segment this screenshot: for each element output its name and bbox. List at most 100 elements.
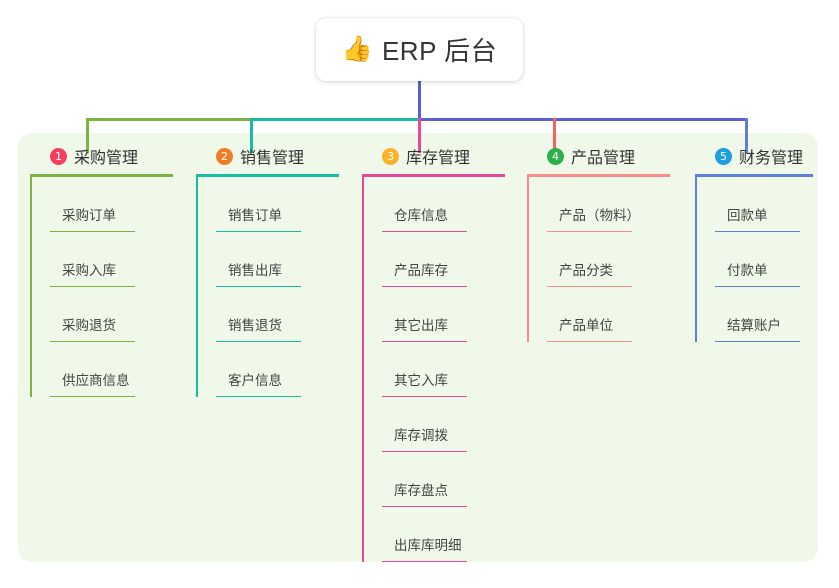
leaf-item[interactable]: 仓库信息 [382, 177, 527, 232]
leaf-item-rule [715, 340, 800, 342]
leaf-item[interactable]: 其它入库 [382, 342, 527, 397]
column-badge-5: 5 [715, 147, 732, 165]
column-badge-3: 3 [382, 147, 399, 165]
leaf-item[interactable]: 结算账户 [715, 287, 835, 342]
column-badge-4: 4 [547, 147, 564, 165]
leaf-item-label: 库存盘点 [394, 483, 448, 498]
leaf-item-rule [50, 285, 135, 287]
leaf-item-rule [216, 340, 301, 342]
leaf-item-rule [382, 230, 467, 232]
leaf-item-label: 销售出库 [228, 263, 282, 278]
column-header-sales[interactable]: 2 销售管理 [196, 143, 361, 169]
leaf-item-rule [216, 230, 301, 232]
leaf-item[interactable]: 产品库存 [382, 232, 527, 287]
column-items-purchase: 采购订单采购入库采购退货供应商信息 [30, 177, 195, 397]
leaf-item-rule [547, 230, 632, 232]
leaf-item-rule [382, 340, 467, 342]
column-spine-product [527, 177, 529, 342]
leaf-item[interactable]: 销售出库 [216, 232, 361, 287]
column-spine-purchase [30, 177, 32, 397]
leaf-item-label: 产品分类 [559, 263, 613, 278]
column-title-purchase: 采购管理 [74, 150, 139, 167]
column-rule-inventory [362, 174, 505, 177]
leaf-item-rule [382, 505, 467, 507]
leaf-item[interactable]: 产品分类 [547, 232, 692, 287]
column-items-product: 产品（物料） 产品分类产品单位 [527, 177, 692, 342]
leaf-item-label: 销售订单 [228, 208, 282, 223]
leaf-item-label: 客户信息 [228, 373, 282, 388]
column-rule-product [527, 174, 670, 177]
leaf-item[interactable]: 供应商信息 [50, 342, 195, 397]
leaf-item-label: 结算账户 [727, 318, 781, 333]
leaf-item-rule [715, 230, 800, 232]
column-items-finance: 回款单付款单结算账户 [695, 177, 835, 342]
leaf-item-rule [547, 285, 632, 287]
leaf-item-rule [382, 560, 467, 562]
leaf-item[interactable]: 其它出库 [382, 287, 527, 342]
leaf-item-label: 采购退货 [62, 318, 116, 333]
thumbs-up-icon: 👍 [341, 35, 373, 63]
column-badge-2: 2 [216, 147, 233, 165]
leaf-item-label: 销售退货 [228, 318, 282, 333]
leaf-item[interactable]: 库存调拨 [382, 397, 527, 452]
column-title-inventory: 库存管理 [406, 150, 471, 167]
leaf-item-rule [50, 395, 135, 397]
column-title-finance: 财务管理 [739, 150, 804, 167]
diagram-panel [18, 133, 818, 562]
leaf-item[interactable]: 付款单 [715, 232, 835, 287]
leaf-item[interactable]: 销售订单 [216, 177, 361, 232]
leaf-item-label: 其它入库 [394, 373, 448, 388]
connector-bus-segment-2 [250, 118, 418, 121]
leaf-item[interactable]: 采购订单 [50, 177, 195, 232]
leaf-item-label: 产品单位 [559, 318, 613, 333]
connector-trunk [418, 81, 421, 120]
leaf-item-rule [50, 340, 135, 342]
root-node[interactable]: 👍 ERP 后台 [316, 18, 523, 81]
leaf-item-rule [715, 285, 800, 287]
column-finance: 5 财务管理回款单付款单结算账户 [695, 143, 835, 342]
leaf-item[interactable]: 回款单 [715, 177, 835, 232]
leaf-item[interactable]: 产品（物料） [547, 177, 692, 232]
leaf-item[interactable]: 库存盘点 [382, 452, 527, 507]
leaf-item-rule [382, 450, 467, 452]
connector-drop-column-2 [250, 118, 253, 153]
column-items-inventory: 仓库信息产品库存其它出库其它入库库存调拨库存盘点出库库明细 [362, 177, 527, 562]
leaf-item-rule [382, 395, 467, 397]
connector-drop-column-1 [86, 118, 89, 153]
leaf-item-rule [50, 230, 135, 232]
column-spine-inventory [362, 177, 364, 562]
column-rule-purchase [30, 174, 173, 177]
connector-drop-column-4 [553, 118, 556, 153]
leaf-item-label: 仓库信息 [394, 208, 448, 223]
column-header-finance[interactable]: 5 财务管理 [695, 143, 835, 169]
root-title: ERP 后台 [381, 36, 498, 66]
leaf-item[interactable]: 出库库明细 [382, 507, 527, 562]
column-spine-finance [695, 177, 697, 342]
leaf-item[interactable]: 客户信息 [216, 342, 361, 397]
leaf-item-rule [547, 340, 632, 342]
leaf-item[interactable]: 采购退货 [50, 287, 195, 342]
leaf-item-label: 其它出库 [394, 318, 448, 333]
leaf-item-label: 付款单 [727, 263, 768, 278]
column-spine-sales [196, 177, 198, 397]
leaf-item-label: 产品（物料） [559, 208, 640, 223]
column-rule-finance [695, 174, 813, 177]
column-header-inventory[interactable]: 3 库存管理 [362, 143, 527, 169]
leaf-item-label: 库存调拨 [394, 428, 448, 443]
leaf-item-label: 供应商信息 [62, 373, 130, 388]
column-rule-sales [196, 174, 339, 177]
column-inventory: 3 库存管理仓库信息产品库存其它出库其它入库库存调拨库存盘点出库库明细 [362, 143, 527, 562]
column-sales: 2 销售管理销售订单销售出库销售退货客户信息 [196, 143, 361, 397]
leaf-item[interactable]: 采购入库 [50, 232, 195, 287]
column-title-sales: 销售管理 [240, 150, 305, 167]
leaf-item-rule [216, 285, 301, 287]
leaf-item[interactable]: 产品单位 [547, 287, 692, 342]
leaf-item[interactable]: 销售退货 [216, 287, 361, 342]
leaf-item-label: 产品库存 [394, 263, 448, 278]
connector-bus-segment-1 [86, 118, 250, 121]
leaf-item-rule [216, 395, 301, 397]
